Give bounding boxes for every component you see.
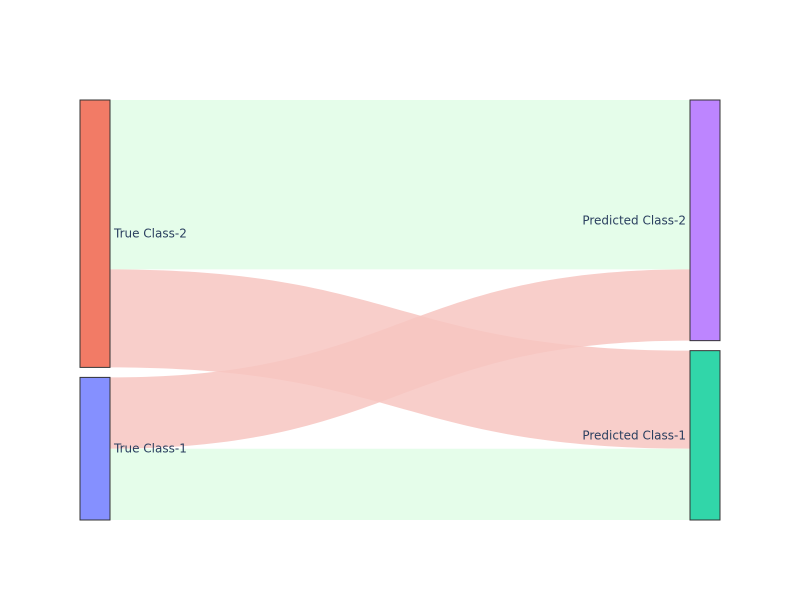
node-label-true1: True Class-1 (113, 442, 187, 456)
node-pred1 (689, 350, 721, 521)
node-layer (79, 99, 721, 521)
node-true1 (79, 376, 111, 521)
node-label-true2: True Class-2 (113, 227, 187, 241)
link-true1-to-pred1 (110, 448, 690, 520)
node-pred2 (689, 99, 721, 342)
node-label-pred2: Predicted Class-2 (582, 213, 686, 227)
link-true2-to-pred2 (110, 100, 690, 270)
node-label-pred1: Predicted Class-1 (582, 428, 686, 442)
node-true2 (79, 99, 111, 368)
link-layer (110, 100, 690, 520)
link-true1-to-pred2 (110, 269, 690, 449)
